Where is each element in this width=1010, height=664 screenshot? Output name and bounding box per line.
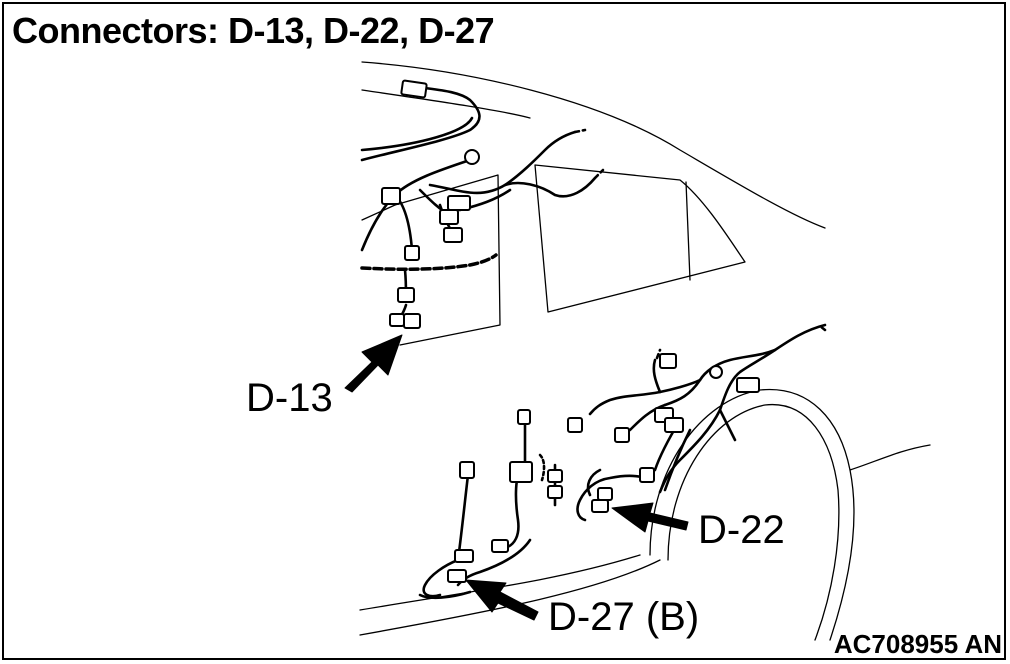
car-body-outline <box>359 61 931 641</box>
lower-connectors <box>447 353 760 583</box>
diagram-title: Connectors: D-13, D-22, D-27 <box>12 10 495 51</box>
d13-arrow <box>344 334 403 393</box>
upper-wiring-harness <box>360 86 605 324</box>
d22-arrow <box>611 502 689 533</box>
d27-arrow <box>465 579 539 621</box>
label-d13: D-13 <box>246 376 333 420</box>
upper-connectors <box>381 79 480 329</box>
label-d27: D-27 (B) <box>548 595 700 639</box>
figure-code: AC708955 AN <box>833 629 1002 659</box>
lower-wiring-harness <box>418 323 827 600</box>
label-d22: D-22 <box>698 508 785 552</box>
